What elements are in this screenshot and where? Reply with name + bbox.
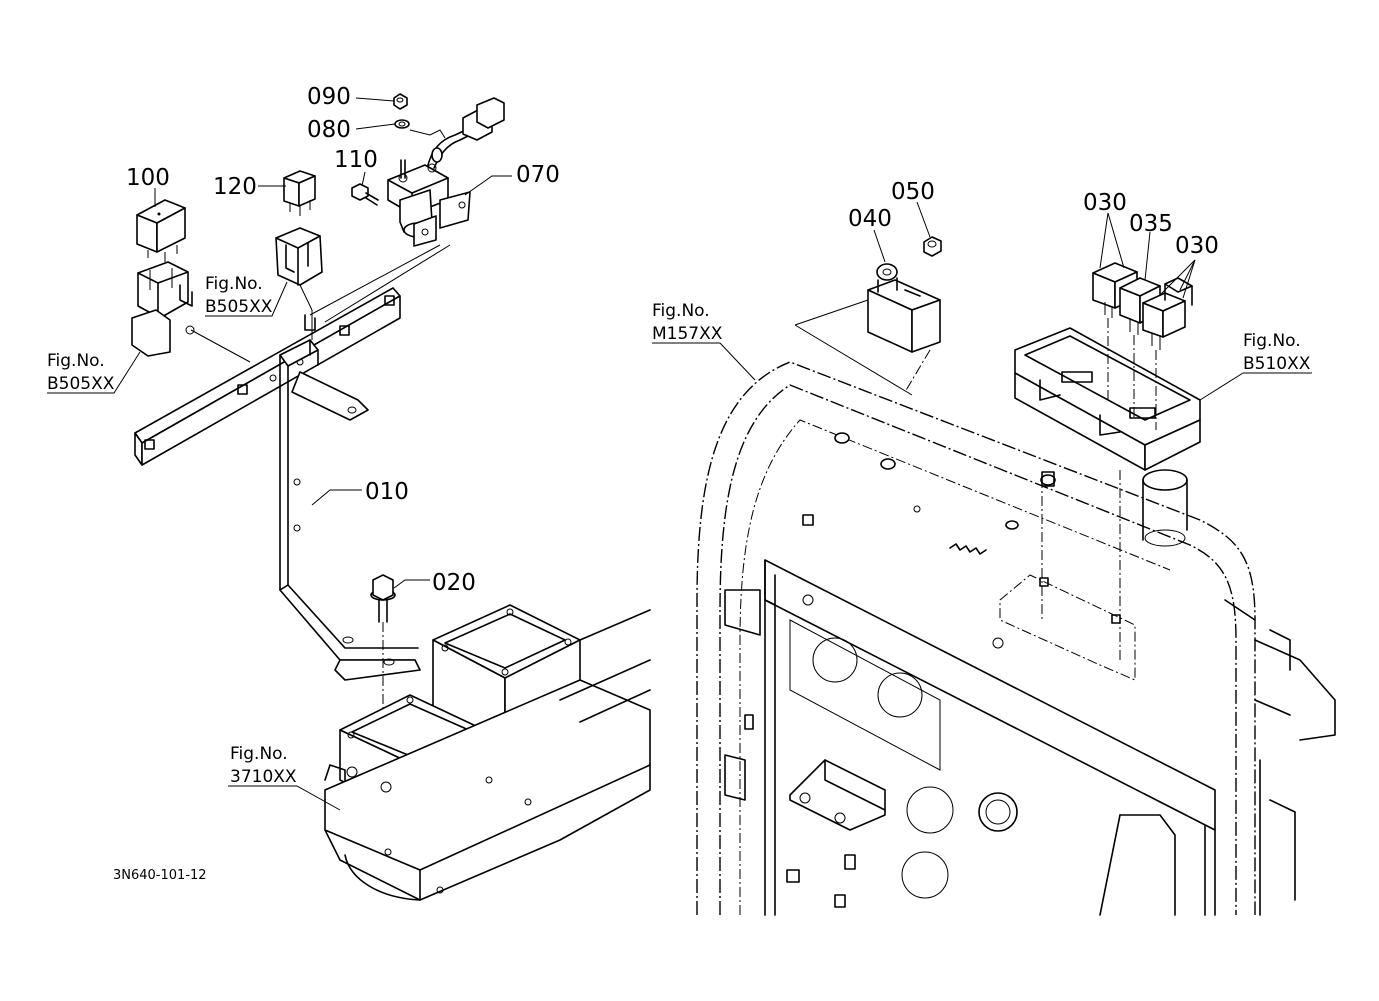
fig-label-3710: Fig.No. (230, 744, 288, 764)
part-number-labels: 090 080 110 070 100 120 010 020 050 040 … (126, 84, 1219, 596)
label-030a: 030 (1083, 190, 1127, 216)
dash-panel-frame (696, 361, 1336, 916)
ref-3710: 3710XX (230, 767, 297, 787)
ref-b505-mid: B505XX (205, 297, 273, 317)
figure-references: Fig.No. B505XX Fig.No. B505XX Fig.No. 37… (47, 274, 1311, 787)
label-050: 050 (891, 179, 935, 205)
ref-b510: B510XX (1243, 354, 1311, 374)
ref-m157: M157XX (652, 324, 723, 344)
nut-090 (393, 93, 408, 110)
label-010: 010 (365, 479, 409, 505)
label-120: 120 (213, 174, 257, 200)
transmission-housing (324, 604, 651, 901)
fig-label-b510: Fig.No. (1243, 331, 1301, 351)
label-040: 040 (848, 206, 892, 232)
label-080: 080 (307, 117, 351, 143)
label-035: 035 (1129, 211, 1173, 237)
fig-label-m157: Fig.No. (652, 301, 710, 321)
nut-050 (923, 236, 942, 257)
stay-bracket-010 (279, 310, 421, 681)
fig-label-b505-left: Fig.No. (47, 351, 105, 371)
label-090: 090 (307, 84, 351, 110)
label-020: 020 (432, 570, 476, 596)
label-100: 100 (126, 165, 170, 191)
mounting-plate (134, 287, 401, 466)
relay-030b (1142, 292, 1186, 430)
label-030b: 030 (1175, 233, 1219, 259)
fig-label-b505-mid: Fig.No. (205, 274, 263, 294)
fuse-box (1014, 327, 1201, 547)
diagram-code: 3N640-101-12 (113, 868, 207, 883)
label-110: 110 (334, 147, 378, 173)
relay-120 (275, 170, 323, 311)
starter-relay-070 (387, 97, 505, 247)
relay-100 (131, 199, 195, 357)
washer-080 (394, 119, 410, 129)
relay-030c (1164, 277, 1193, 306)
leader-lines (47, 97, 1312, 811)
ref-b505-left: B505XX (47, 374, 115, 394)
bolt-110 (351, 183, 379, 206)
label-070: 070 (516, 162, 560, 188)
flasher-unit-040 (867, 263, 941, 353)
